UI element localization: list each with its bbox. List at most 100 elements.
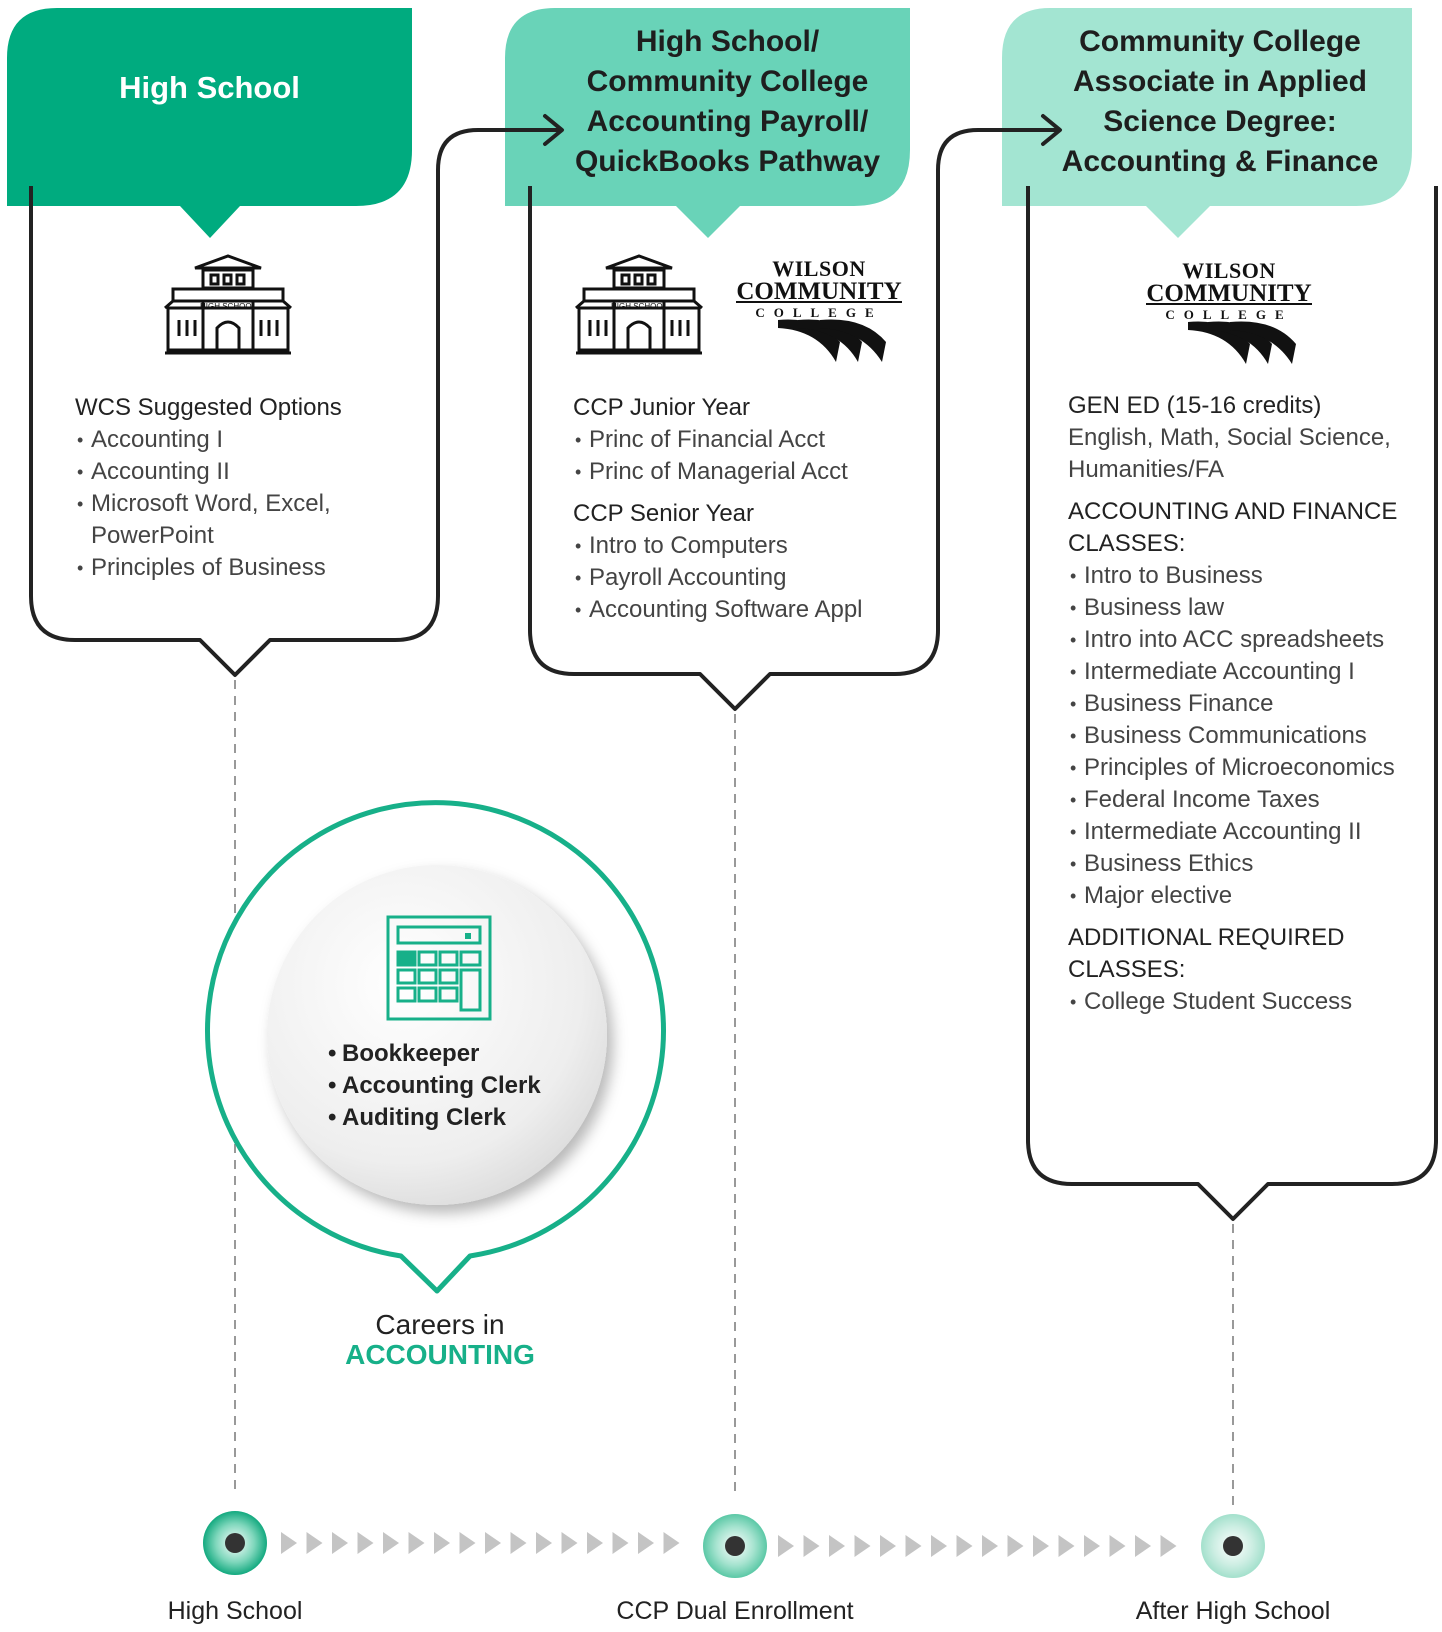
column-outline-ccp (528, 186, 940, 711)
timeline-chevron (880, 1535, 896, 1557)
section-text: English, Math, Social Science, Humanitie… (1068, 424, 1391, 483)
timeline-chevron (1058, 1535, 1075, 1557)
timeline-chevron (638, 1532, 654, 1554)
column-body-associate: GEN ED (15-16 credits) English, Math, Soc… (1068, 390, 1428, 1018)
course-item: Business Finance (1068, 688, 1428, 720)
header-line: Accounting & Finance (1061, 145, 1379, 178)
timeline-chevron (561, 1532, 578, 1554)
course-item: Business law (1068, 592, 1428, 624)
course-item: Intro into ACC spreadsheets (1068, 624, 1428, 656)
timeline-label-ccp: CCP Dual Enrollment (616, 1597, 854, 1625)
course-item: Microsoft Word, Excel, PowerPoint (75, 488, 425, 552)
high-school-building-icon (164, 254, 292, 355)
section-title: WCS Suggested Options (75, 394, 342, 421)
header-line: Associate in Applied (1073, 65, 1367, 98)
high-school-building-icon (575, 254, 703, 355)
course-item: Federal Income Taxes (1068, 784, 1428, 816)
timeline-chevron (982, 1535, 998, 1557)
timeline-chevron (510, 1532, 527, 1554)
column-body-ccp: CCP Junior YearPrinc of Financial AcctPr… (573, 392, 923, 626)
header-line: Accounting Payroll/ (586, 105, 869, 138)
header-tab-associate (1002, 8, 1412, 238)
timeline-chevron (1109, 1535, 1126, 1557)
timeline-chevron (306, 1532, 323, 1554)
timeline-chevron (931, 1535, 947, 1557)
course-item: Accounting Software Appl (573, 594, 923, 626)
column-outline-associate (1026, 186, 1438, 1221)
careers-title-line2: ACCOUNTING (345, 1339, 535, 1370)
connector-arrow-1 (436, 128, 560, 360)
timeline-chevron (459, 1532, 476, 1554)
career-item: Bookkeeper (328, 1038, 541, 1070)
section-title: CCP Junior Year (573, 394, 750, 421)
timeline-chevrons-1 (281, 1532, 680, 1554)
timeline-chevron (956, 1535, 973, 1557)
arrowhead-1 (543, 114, 564, 146)
timeline-chevron (854, 1535, 871, 1557)
column-outline-high-school (29, 186, 440, 677)
timeline-chevron (281, 1532, 297, 1554)
career-item: Auditing Clerk (328, 1102, 541, 1134)
wcc-swoosh (1188, 321, 1296, 364)
course-item: Principles of Microeconomics (1068, 752, 1428, 784)
course-item: Principles of Business (75, 552, 425, 584)
course-item: Intro to Business (1068, 560, 1428, 592)
timeline-chevron (778, 1535, 794, 1557)
course-item: College Student Success (1068, 986, 1428, 1018)
timeline-chevron (434, 1532, 450, 1554)
header-title-high-school: High School (7, 8, 412, 168)
course-item: Intro to Computers (573, 530, 923, 562)
header-line: Community College (586, 65, 869, 98)
timeline-chevron (332, 1532, 348, 1554)
timeline-chevron (408, 1532, 425, 1554)
careers-list: BookkeeperAccounting ClerkAuditing Clerk (328, 1038, 541, 1134)
timeline-chevron (1033, 1535, 1049, 1557)
timeline-label-after-hs: After High School (1135, 1597, 1331, 1625)
building-sign: HIGH SCHOOL (611, 302, 668, 311)
course-item: Business Ethics (1068, 848, 1428, 880)
timeline-chevron (485, 1532, 501, 1554)
timeline-chevron (612, 1532, 629, 1554)
timeline-chevron (357, 1532, 374, 1554)
header-line: High School (119, 70, 300, 105)
careers-title: Careers in ACCOUNTING (330, 1310, 550, 1370)
column-body-high-school: WCS Suggested OptionsAccounting IAccount… (75, 392, 425, 584)
header-tab-ccp (505, 8, 910, 238)
section-title: ACCOUNTING AND FINANCE CLASSES: (1068, 498, 1398, 557)
timeline-chevrons-2 (778, 1535, 1177, 1557)
wcc-swoosh (778, 319, 886, 362)
header-line: Science Degree: (1103, 105, 1337, 138)
arrowhead-2 (1041, 114, 1062, 146)
wilson-community-college-logo: WILSON COMMUNITY COLLEGE (736, 256, 902, 320)
header-tab-high-school (7, 8, 412, 238)
building-sign: HIGH SCHOOL (200, 302, 257, 311)
timeline-chevron (905, 1535, 922, 1557)
careers-title-line1: Careers in (375, 1309, 505, 1340)
timeline-label-high-school: High School (167, 1597, 303, 1625)
timeline-chevron (663, 1532, 680, 1554)
course-item: Intermediate Accounting II (1068, 816, 1428, 848)
timeline-chevron (1084, 1535, 1100, 1557)
timeline-chevron (536, 1532, 552, 1554)
section-title: GEN ED (15-16 credits) (1068, 392, 1322, 419)
header-line: Community College (1079, 25, 1361, 58)
timeline-chevron (829, 1535, 845, 1557)
section-title: ADDITIONAL REQUIRED CLASSES: (1068, 924, 1345, 983)
course-item: Business Communications (1068, 720, 1428, 752)
course-item: Princ of Managerial Acct (573, 456, 923, 488)
course-item: Accounting I (75, 424, 425, 456)
timeline-chevron (383, 1532, 399, 1554)
timeline-chevron (1135, 1535, 1151, 1557)
connector-arrow-2 (936, 128, 1058, 360)
header-line: QuickBooks Pathway (574, 145, 881, 178)
wilson-community-college-logo: WILSON COMMUNITY COLLEGE (1146, 258, 1312, 322)
course-item: Intermediate Accounting I (1068, 656, 1428, 688)
header-line: High School/ (635, 25, 820, 58)
career-item: Accounting Clerk (328, 1070, 541, 1102)
section-title: CCP Senior Year (573, 500, 755, 527)
course-item: Major elective (1068, 880, 1428, 912)
timeline-chevron (587, 1532, 603, 1554)
timeline-chevron (1160, 1535, 1177, 1557)
